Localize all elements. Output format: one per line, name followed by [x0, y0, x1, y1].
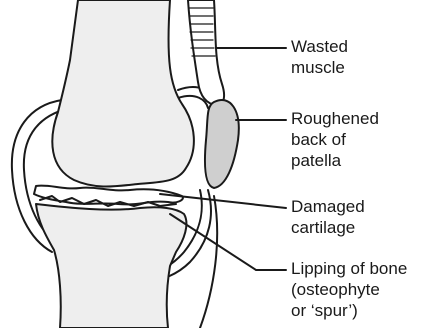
label-damaged-cartilage: Damaged cartilage [291, 196, 365, 238]
label-lipping-of-bone: Lipping of bone (osteophyte or ‘spur’) [291, 258, 407, 321]
tibia-bone [36, 204, 186, 328]
femur-bone [52, 0, 194, 187]
ligament-back [200, 196, 217, 328]
label-wasted-muscle: Wasted muscle [291, 36, 348, 78]
patella [205, 100, 239, 188]
label-roughened-patella: Roughened back of patella [291, 108, 379, 171]
